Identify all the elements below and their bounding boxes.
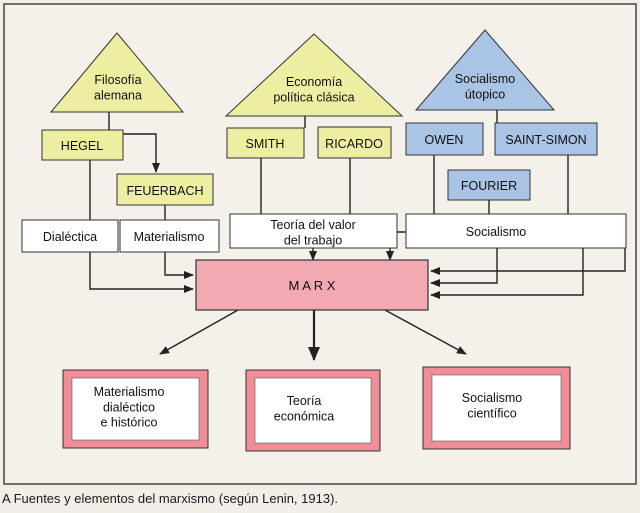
box-teoria-valor bbox=[229, 213, 398, 249]
label-materialismo: Materialismo bbox=[134, 230, 205, 244]
triangle-filosofia-alemana bbox=[49, 32, 185, 113]
box-materialismo bbox=[119, 219, 220, 253]
box-teoria-economica-inner bbox=[254, 377, 372, 444]
box-ricardo bbox=[317, 126, 392, 159]
label-feuerbach: FEUERBACH bbox=[126, 184, 203, 198]
label-hegel: HEGEL bbox=[61, 139, 103, 153]
label-saint-simon: SAINT-SIMON bbox=[505, 133, 586, 147]
box-marx bbox=[195, 259, 429, 311]
box-feuerbach bbox=[116, 173, 214, 206]
label-fourier: FOURIER bbox=[461, 179, 517, 193]
label-smith: SMITH bbox=[246, 137, 285, 151]
connectors bbox=[89, 110, 626, 361]
label-owen: OWEN bbox=[425, 133, 464, 147]
box-socialismo-cientifico-inner bbox=[431, 374, 562, 442]
box-materialismo-dialectico-inner bbox=[71, 377, 200, 441]
label-socialismo: Socialismo bbox=[466, 225, 526, 239]
label-ricardo: RICARDO bbox=[325, 137, 383, 151]
triangle-socialismo-utopico bbox=[414, 29, 556, 111]
box-owen bbox=[405, 122, 484, 156]
figure-caption: A Fuentes y elementos del marxismo (segú… bbox=[2, 491, 339, 506]
triangle-economia-politica bbox=[224, 33, 404, 117]
box-socialismo bbox=[405, 213, 627, 249]
box-saint-simon bbox=[494, 122, 598, 156]
box-fourier bbox=[447, 169, 531, 201]
label-marx: M A R X bbox=[289, 278, 336, 293]
box-hegel bbox=[41, 129, 124, 161]
box-dialectica bbox=[21, 219, 119, 253]
label-dialectica: Dialéctica bbox=[43, 230, 97, 244]
box-smith bbox=[226, 127, 305, 159]
